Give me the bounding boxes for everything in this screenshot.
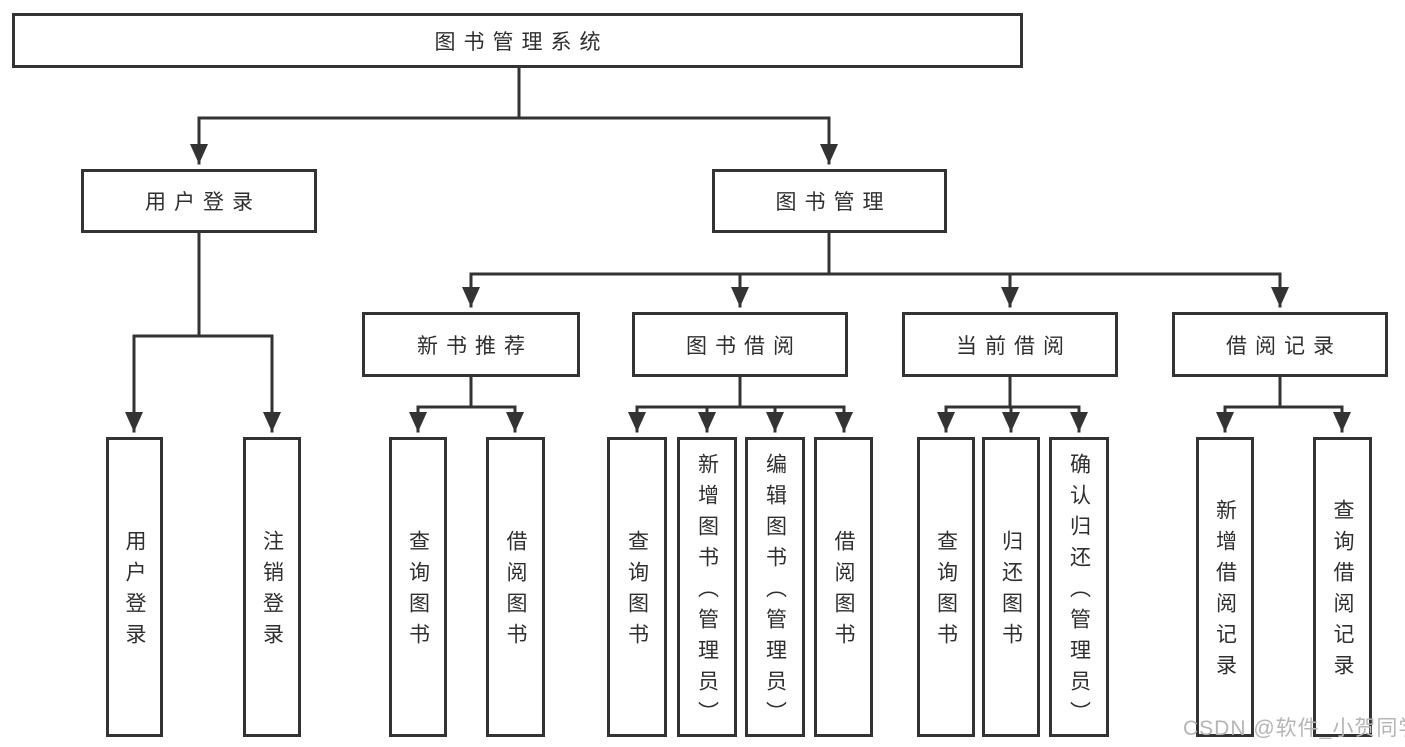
leaf-edit-book-admin: 编辑图书（管理员） [745, 437, 805, 737]
leaf-query-book-recommend: 查询图书 [389, 437, 447, 737]
leaf-edit-book-admin-label: 编辑图书（管理员） [763, 452, 787, 732]
node-book-management: 图书管理 [712, 169, 947, 233]
leaf-query-borrow-record: 查询借阅记录 [1313, 437, 1372, 737]
node-book-borrow: 图书借阅 [632, 312, 848, 377]
leaf-confirm-return-admin: 确认归还（管理员） [1049, 437, 1109, 737]
leaf-query-book-recommend-label: 查询图书 [406, 530, 430, 654]
leaf-confirm-return-admin-label: 确认归还（管理员） [1067, 452, 1091, 732]
node-borrow-record-label: 借阅记录 [1226, 334, 1342, 358]
node-root-label: 图书管理系统 [434, 30, 609, 54]
leaf-borrow-book-label: 借阅图书 [832, 530, 855, 654]
leaf-borrow-book-recommend: 借阅图书 [486, 437, 545, 737]
node-book-management-label: 图书管理 [775, 191, 892, 214]
leaf-query-book-borrow-label: 查询图书 [625, 530, 649, 654]
leaf-logout-label: 注销登录 [260, 530, 284, 654]
leaf-add-book-admin-label: 新增图书（管理员） [695, 452, 719, 732]
node-current-borrow: 当前借阅 [902, 312, 1118, 377]
node-user-login: 用户登录 [81, 169, 317, 233]
leaf-query-book-borrow: 查询图书 [607, 437, 667, 737]
leaf-borrow-book-recommend-label: 借阅图书 [504, 530, 527, 654]
leaf-return-book-label: 归还图书 [999, 530, 1023, 654]
node-borrow-record: 借阅记录 [1172, 312, 1388, 377]
leaf-borrow-book: 借阅图书 [814, 437, 873, 737]
leaf-add-borrow-record-label: 新增借阅记录 [1213, 499, 1237, 685]
node-user-login-label: 用户登录 [145, 191, 261, 214]
leaf-add-book-admin: 新增图书（管理员） [677, 437, 737, 737]
node-book-borrow-label: 图书借阅 [686, 334, 802, 358]
leaf-query-book-current: 查询图书 [917, 437, 975, 737]
leaf-user-login-label: 用户登录 [123, 530, 146, 654]
node-root-library-system: 图书管理系统 [12, 13, 1023, 68]
leaf-add-borrow-record: 新增借阅记录 [1196, 437, 1254, 737]
node-new-book-recommend-label: 新书推荐 [417, 334, 533, 358]
node-current-borrow-label: 当前借阅 [956, 334, 1072, 358]
leaf-return-book: 归还图书 [982, 437, 1040, 737]
leaf-query-book-current-label: 查询图书 [934, 530, 958, 654]
leaf-logout: 注销登录 [243, 437, 301, 737]
leaf-user-login: 用户登录 [106, 437, 163, 737]
node-new-book-recommend: 新书推荐 [362, 312, 580, 377]
leaf-query-borrow-record-label: 查询借阅记录 [1331, 499, 1354, 685]
